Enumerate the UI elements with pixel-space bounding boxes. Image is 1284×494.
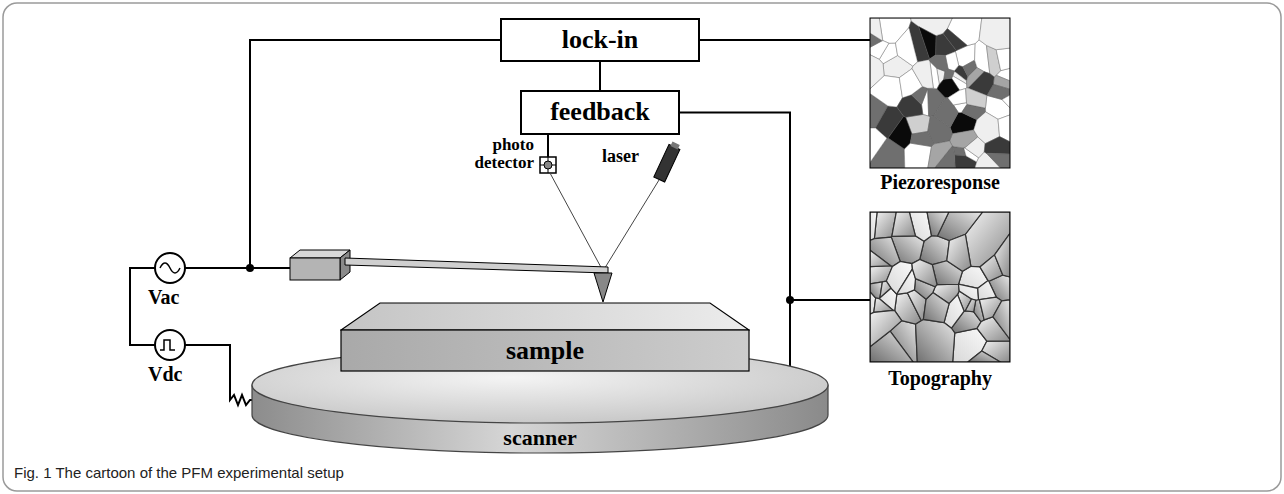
lock-in-box: lock-in <box>500 18 700 62</box>
voltage-label: Vac <box>148 287 198 308</box>
grain-cell <box>979 18 1010 50</box>
lock-in-wire <box>250 40 500 268</box>
laser-body <box>654 144 680 182</box>
grain-cell <box>978 281 997 300</box>
grain-cell <box>870 55 884 89</box>
laser-beam <box>550 173 659 271</box>
text-area: scanner <box>250 423 830 453</box>
sample-top-face <box>341 303 749 330</box>
laser-cap <box>670 142 679 150</box>
grain-cell <box>870 18 883 41</box>
grain-cell <box>912 259 937 286</box>
cantilever <box>345 258 608 273</box>
photodetector-cross <box>540 157 556 173</box>
grain-cell <box>919 27 936 59</box>
piezoresponse-image <box>870 18 1010 168</box>
sine-symbol <box>160 263 180 273</box>
grain-cell <box>959 284 979 300</box>
grain-cell <box>910 132 933 147</box>
grain-cell <box>912 60 933 89</box>
grain-cell <box>995 233 1010 277</box>
image-border <box>870 212 1010 362</box>
grain-cell <box>870 212 877 240</box>
grain-cell <box>966 88 987 108</box>
detector-wire <box>547 135 549 157</box>
photodetector-spot <box>544 161 552 169</box>
grain-cell <box>870 310 902 346</box>
sample-block: sample <box>340 302 750 372</box>
grain-cell <box>967 68 984 88</box>
text-area: sample <box>340 330 750 372</box>
grain-cell <box>968 351 1000 362</box>
grain-cell <box>943 29 967 51</box>
grain-cell <box>929 55 948 71</box>
grain-cell <box>870 237 900 266</box>
piezo-output-wire <box>700 39 870 41</box>
grain-cell <box>897 269 916 295</box>
grain-cell <box>993 300 1010 340</box>
grain-cell <box>870 250 891 266</box>
ac-wire <box>185 267 250 269</box>
scanner-top <box>252 347 828 423</box>
image-title: Topography <box>850 368 1030 389</box>
grain-cell <box>927 212 949 236</box>
laser-device <box>654 141 682 182</box>
grain-cell <box>996 48 1010 71</box>
laser-label: laser <box>602 147 652 166</box>
photodetector-symbol <box>540 157 556 173</box>
ac-source-symbol <box>155 253 185 283</box>
grain-cell <box>965 299 975 312</box>
node-label: lock-in <box>562 26 639 55</box>
figure-caption: Fig. 1 The cartoon of the PFM experiment… <box>14 464 344 481</box>
topography-image <box>870 212 1010 362</box>
grain-cell <box>947 234 971 271</box>
grain-cell <box>984 137 1010 154</box>
sample-front-face <box>341 330 749 371</box>
grain-cell <box>870 128 887 162</box>
grain-cell <box>1002 95 1010 108</box>
cantilever-holder <box>290 258 340 280</box>
grain-cell <box>948 89 967 105</box>
afm-tip <box>594 273 612 302</box>
node-label: sample <box>506 337 584 366</box>
topography-output-wire <box>790 299 870 301</box>
junction-dot <box>246 264 254 272</box>
pulse-symbol <box>160 340 175 350</box>
grain-cell <box>892 212 916 236</box>
ground-wire <box>185 345 256 405</box>
figure-frame <box>3 3 1281 491</box>
grain-cell <box>904 143 931 168</box>
signal-line <box>599 62 601 90</box>
image-title: Piezoresponse <box>850 172 1030 193</box>
node-label: scanner <box>503 426 576 450</box>
grain-cell <box>888 116 912 149</box>
image-border <box>870 18 1010 168</box>
grain-cell <box>986 153 1010 168</box>
grain-cell <box>916 319 955 362</box>
voltage-label: Vdc <box>148 364 198 385</box>
node-label: feedback <box>550 98 650 127</box>
grain-cell <box>880 281 891 298</box>
grain-cell <box>965 137 985 158</box>
grain-cell <box>895 28 917 66</box>
photodetector-label: photo detector <box>452 136 534 172</box>
dc-source-symbol <box>155 330 185 360</box>
feedback-box: feedback <box>520 90 680 135</box>
